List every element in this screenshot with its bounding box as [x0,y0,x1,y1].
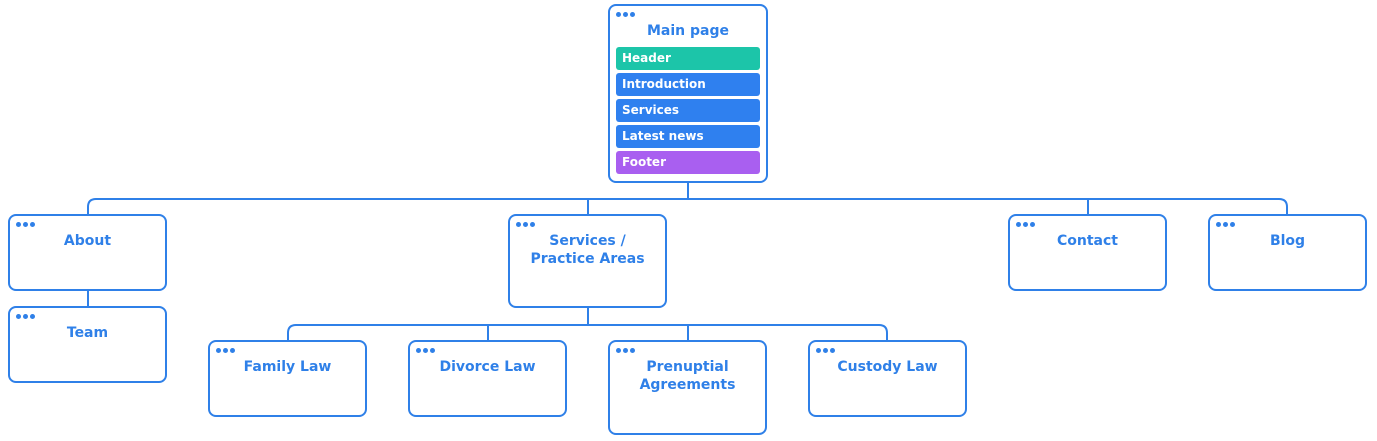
section-services[interactable]: Services [616,99,760,122]
connector-to-about [87,198,97,215]
more-options-icon[interactable] [16,222,35,227]
main-page-sections: Header Introduction Services Latest news… [616,47,760,177]
more-options-icon[interactable] [1216,222,1235,227]
prenuptial-agreements-page-card[interactable]: Prenuptial Agreements [608,340,767,435]
main-page-title: Main page [646,23,729,39]
about-page-card[interactable]: About [8,214,167,291]
divorce-law-page-card[interactable]: Divorce Law [408,340,567,417]
custody-law-page-card[interactable]: Custody Law [808,340,967,417]
contact-page-title: Contact [1057,233,1118,249]
more-options-icon[interactable] [516,222,535,227]
divorce-law-page-title: Divorce Law [439,359,536,375]
section-introduction[interactable]: Introduction [616,73,760,96]
more-options-icon[interactable] [816,348,835,353]
contact-page-card[interactable]: Contact [1008,214,1167,291]
connector-to-blog [1278,198,1288,215]
section-footer[interactable]: Footer [616,151,760,174]
main-page-card[interactable]: Main page Header Introduction Services L… [608,4,768,183]
section-latest-news[interactable]: Latest news [616,125,760,148]
more-options-icon[interactable] [616,12,635,17]
connector-to-custody-law [878,324,888,341]
more-options-icon[interactable] [616,348,635,353]
connector-to-family-law [287,324,297,341]
more-options-icon[interactable] [216,348,235,353]
more-options-icon[interactable] [1016,222,1035,227]
services-page-card[interactable]: Services / Practice Areas [508,214,667,308]
team-page-card[interactable]: Team [8,306,167,383]
team-page-title: Team [66,325,109,341]
family-law-page-card[interactable]: Family Law [208,340,367,417]
blog-page-title: Blog [1269,233,1306,249]
blog-page-card[interactable]: Blog [1208,214,1367,291]
more-options-icon[interactable] [16,314,35,319]
prenuptial-agreements-page-title: Prenuptial Agreements [639,359,736,393]
section-header[interactable]: Header [616,47,760,70]
services-page-title: Services / Practice Areas [530,233,645,267]
custody-law-page-title: Custody Law [837,359,938,375]
more-options-icon[interactable] [416,348,435,353]
about-page-title: About [63,233,112,249]
family-law-page-title: Family Law [243,359,332,375]
